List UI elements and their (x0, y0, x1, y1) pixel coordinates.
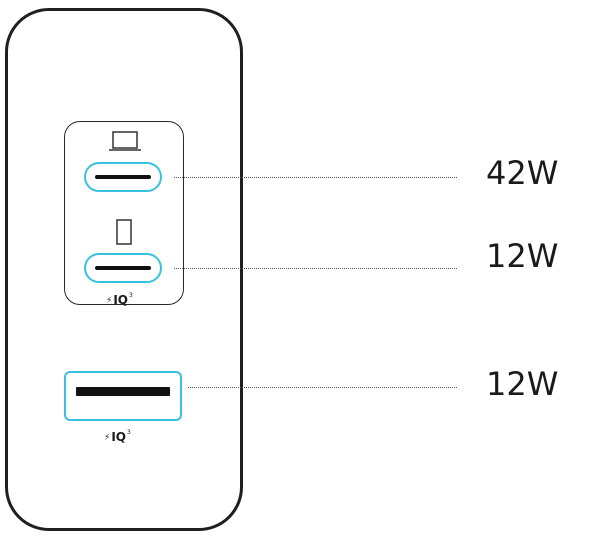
leader-line-port-2 (174, 268, 457, 269)
usb-c-port-1-slot (95, 175, 151, 179)
usb-a-port (64, 371, 182, 421)
laptop-icon (109, 131, 141, 151)
badge-text: IQ (111, 430, 126, 444)
usb-a-port-slot (76, 387, 170, 396)
poweriq-badge-usb-a: ⚡ IQ 3 (104, 429, 131, 444)
leader-line-port-3 (188, 387, 457, 388)
usb-c-port-1 (84, 162, 162, 192)
usb-c-port-2 (84, 253, 162, 283)
usb-c-port-2-slot (95, 266, 151, 270)
bolt-icon: ⚡ (104, 433, 111, 443)
bolt-icon: ⚡ (106, 296, 113, 306)
output-label-port-2: 12W (486, 237, 559, 275)
usb-c-port-group (64, 121, 184, 305)
poweriq-badge-usb-c: ⚡ IQ 3 (106, 292, 133, 307)
output-label-port-3: 12W (486, 365, 559, 403)
output-label-port-1: 42W (486, 154, 559, 192)
badge-superscript: 3 (127, 429, 131, 436)
leader-line-port-1 (174, 177, 457, 178)
badge-superscript: 3 (129, 292, 133, 299)
phone-icon (116, 219, 132, 245)
badge-text: IQ (113, 293, 128, 307)
